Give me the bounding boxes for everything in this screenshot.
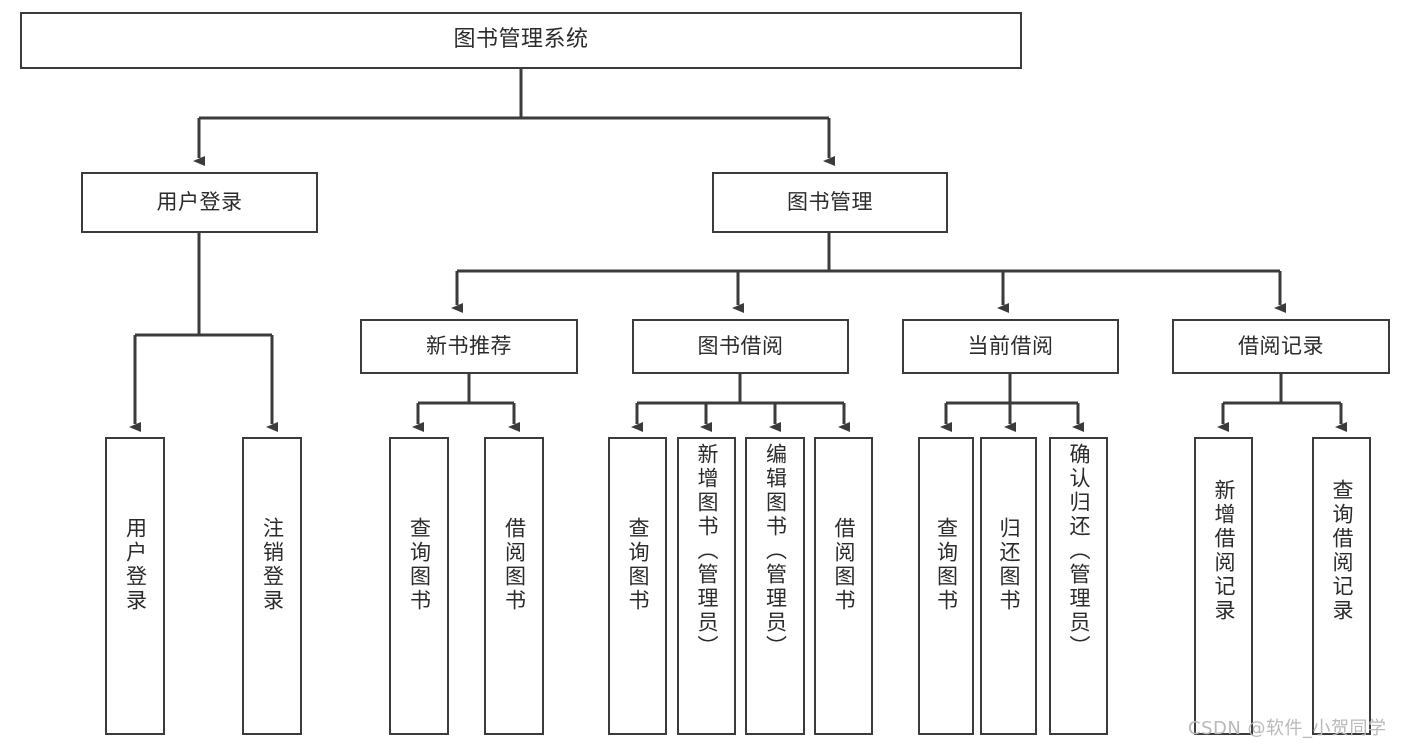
leaf-query-borrow-record[interactable]: 查询借阅记录 xyxy=(1312,437,1371,735)
node-label: 图书管理 xyxy=(787,189,873,214)
node-book-borrow[interactable]: 图书借阅 xyxy=(632,319,849,374)
node-user-login[interactable]: 用户登录 xyxy=(81,172,318,233)
leaf-logout[interactable]: 注销登录 xyxy=(242,437,302,735)
node-label: 新书推荐 xyxy=(426,333,512,358)
leaf-borrow-book-recommend[interactable]: 借阅图书 xyxy=(484,437,544,735)
leaf-add-book-admin[interactable]: 新增图书（管理员） xyxy=(677,437,736,735)
leaf-query-book-borrow[interactable]: 查询图书 xyxy=(608,437,667,735)
leaf-add-borrow-record[interactable]: 新增借阅记录 xyxy=(1194,437,1253,735)
node-label: 查询借阅记录 xyxy=(1330,479,1354,623)
node-label: 用户登录 xyxy=(123,517,148,613)
node-label: 新增借阅记录 xyxy=(1212,479,1236,623)
node-label: 图书管理系统 xyxy=(453,27,589,53)
node-book-management[interactable]: 图书管理 xyxy=(712,172,948,233)
node-label: 归还图书 xyxy=(997,517,1021,613)
node-label: 查询图书 xyxy=(934,517,959,613)
node-label: 借阅图书 xyxy=(832,517,856,613)
node-label: 用户登录 xyxy=(156,189,243,214)
node-root-system[interactable]: 图书管理系统 xyxy=(20,12,1022,69)
node-label: 借阅记录 xyxy=(1238,333,1324,358)
node-label: 当前借阅 xyxy=(967,333,1054,358)
node-label: 图书借阅 xyxy=(697,333,784,358)
node-label: 新增图书（管理员） xyxy=(695,443,719,659)
node-label: 查询图书 xyxy=(626,517,650,613)
leaf-user-login[interactable]: 用户登录 xyxy=(105,437,165,735)
node-current-borrow[interactable]: 当前借阅 xyxy=(902,319,1119,374)
node-label: 借阅图书 xyxy=(502,517,527,613)
node-label: 查询图书 xyxy=(407,517,432,613)
leaf-return-book[interactable]: 归还图书 xyxy=(980,437,1037,735)
node-borrow-records[interactable]: 借阅记录 xyxy=(1172,319,1390,374)
leaf-confirm-return-admin[interactable]: 确认归还（管理员） xyxy=(1049,437,1108,735)
node-new-book-recommend[interactable]: 新书推荐 xyxy=(360,319,578,374)
leaf-query-book-recommend[interactable]: 查询图书 xyxy=(389,437,449,735)
node-label: 编辑图书（管理员） xyxy=(763,443,788,659)
leaf-edit-book-admin[interactable]: 编辑图书（管理员） xyxy=(745,437,805,735)
node-label: 确认归还（管理员） xyxy=(1067,443,1091,659)
leaf-borrow-book[interactable]: 借阅图书 xyxy=(814,437,873,735)
leaf-query-book-current[interactable]: 查询图书 xyxy=(918,437,974,735)
node-label: 注销登录 xyxy=(260,517,285,613)
